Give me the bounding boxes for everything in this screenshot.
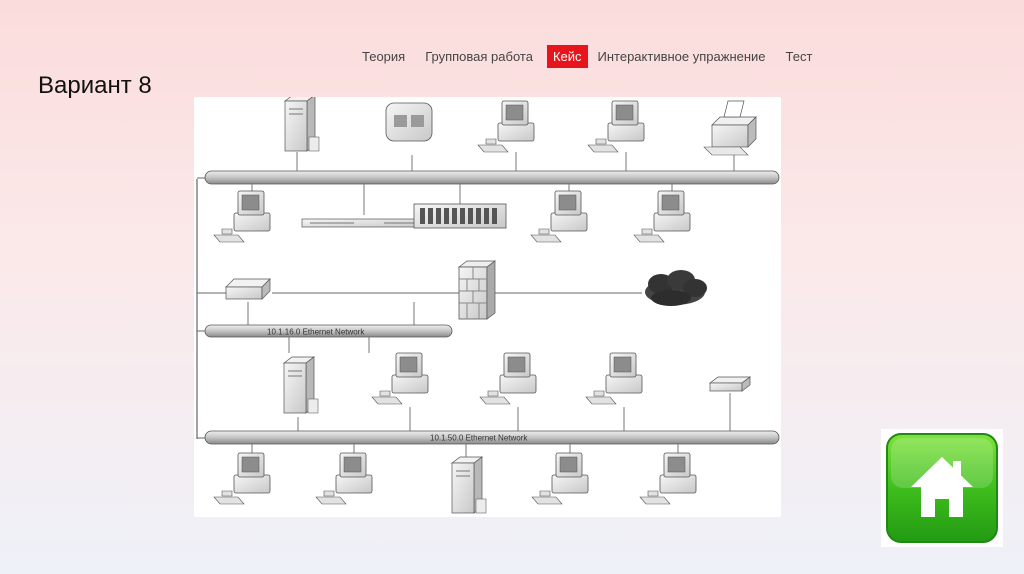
page-title: Вариант 8 bbox=[38, 72, 152, 100]
top-navigation: Теория Групповая работа Кейс Интерактивн… bbox=[356, 45, 826, 68]
nav-item-test[interactable]: Тест bbox=[780, 45, 819, 68]
nav-item-group-work[interactable]: Групповая работа bbox=[419, 45, 539, 68]
nav-item-interactive-exercise[interactable]: Интерактивное упражнение bbox=[592, 45, 772, 68]
network-diagram: 10.1.16.0 Ethernet Network 10.1.50.0 Eth… bbox=[194, 97, 781, 517]
home-button[interactable] bbox=[881, 429, 1003, 547]
network-label-16: 10.1.16.0 Ethernet Network bbox=[267, 328, 365, 337]
nav-item-theory[interactable]: Теория bbox=[356, 45, 411, 68]
network-label-50: 10.1.50.0 Ethernet Network bbox=[430, 434, 528, 443]
nav-item-case[interactable]: Кейс bbox=[547, 45, 588, 68]
